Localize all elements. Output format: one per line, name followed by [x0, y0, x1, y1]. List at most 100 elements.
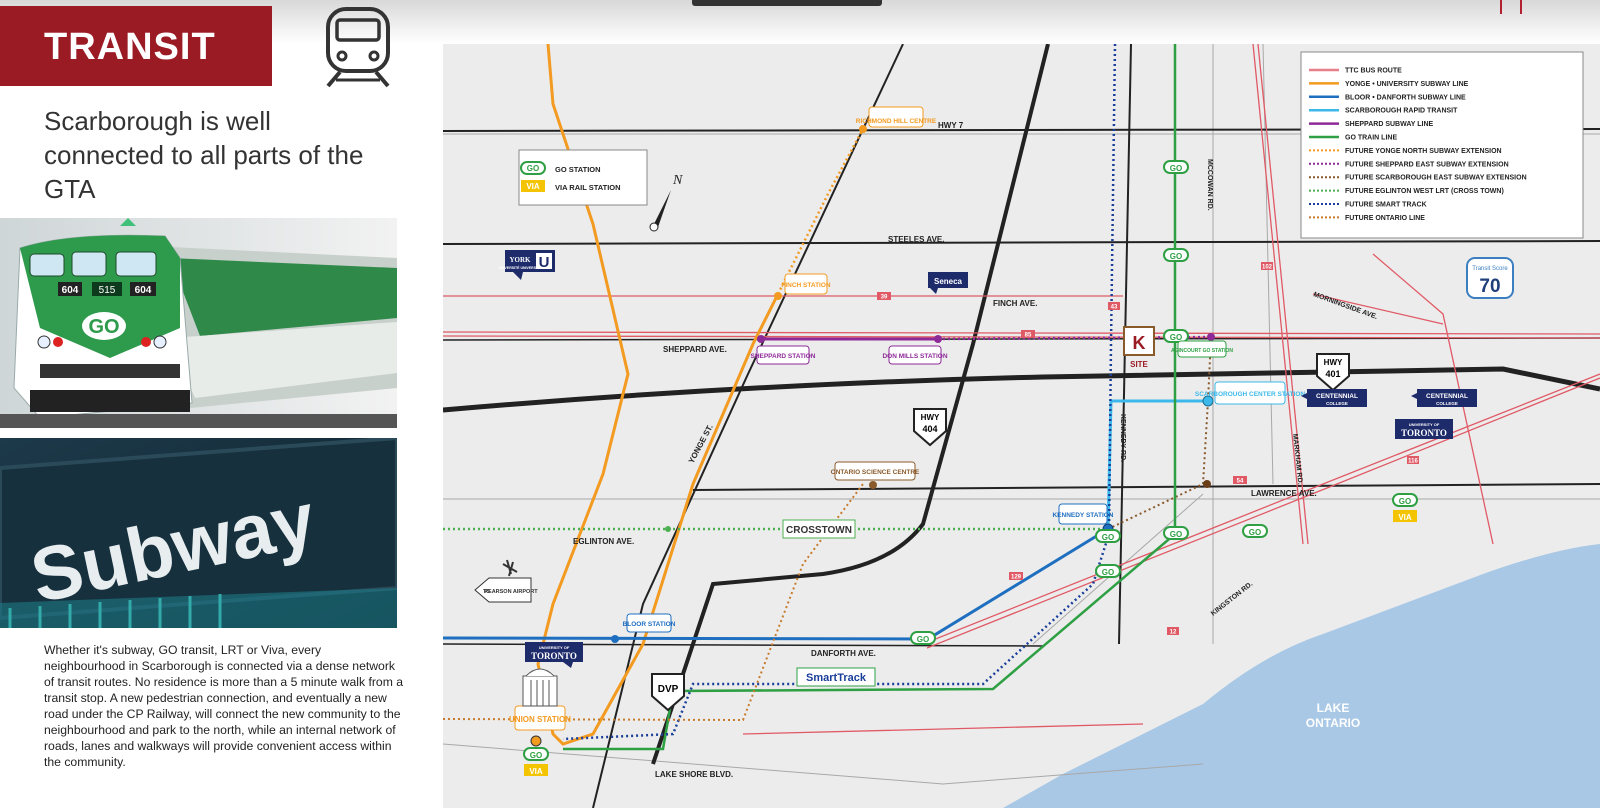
road-label-eglinton: EGLINTON AVE. — [573, 537, 634, 546]
svg-text:COLLEGE: COLLEGE — [1326, 401, 1348, 406]
svg-text:CENTENNIAL: CENTENNIAL — [1426, 393, 1468, 400]
road-label-kingston: KINGSTON RD. — [1210, 581, 1254, 618]
go-logo: GO — [88, 316, 119, 338]
bloor-danforth-line — [443, 527, 1109, 641]
svg-text:GO: GO — [530, 751, 542, 760]
institution-badges: YORK UNIVERSITÉ UNIVERSITY U Seneca CENT… — [499, 250, 1477, 668]
transit-score-badge: Transit Score 70 — [1466, 257, 1514, 299]
legend-label: SCARBOROUGH RAPID TRANSIT — [1345, 108, 1458, 115]
svg-text:UNIVERSITY OF: UNIVERSITY OF — [539, 645, 570, 650]
future-scarborough-east-extension — [1107, 336, 1212, 530]
union-station-building-icon — [522, 668, 558, 707]
transit-score-value: 70 — [1479, 276, 1500, 297]
smarttrack-logo: SmartTrack — [796, 667, 876, 687]
svg-text:U: U — [539, 254, 550, 271]
svg-text:CENTENNIAL: CENTENNIAL — [1316, 393, 1358, 400]
svg-text:129: 129 — [1011, 575, 1022, 581]
svg-text:GO: GO — [1102, 568, 1114, 577]
svg-text:YORK: YORK — [510, 256, 532, 264]
key-via-label: VIA RAIL STATION — [555, 183, 621, 192]
svg-text:PEARSON AIRPORT: PEARSON AIRPORT — [484, 589, 538, 595]
svg-text:GO: GO — [1249, 528, 1261, 537]
svg-text:HWY: HWY — [921, 413, 940, 422]
svg-text:GO: GO — [917, 635, 929, 644]
top-notch — [692, 0, 882, 6]
station-kennedy: KENNEDY STATION — [1052, 512, 1113, 519]
centennial-college-badge-1: CENTENNIAL COLLEGE — [1301, 389, 1367, 407]
legend-label: BLOOR • DANFORTH SUBWAY LINE — [1345, 94, 1466, 101]
legend-label: TTC BUS ROUTE — [1345, 68, 1402, 75]
compass-n-label: N — [672, 173, 683, 188]
airplane-icon — [502, 559, 518, 577]
future-smart-track — [562, 44, 1117, 741]
svg-text:54: 54 — [1237, 479, 1244, 485]
dvp-shield: DVP — [651, 673, 685, 712]
svg-text:401: 401 — [1325, 369, 1340, 379]
uoft-scarborough-badge: UNIVERSITY OF TORONTO — [1395, 419, 1453, 439]
road-label-lakeshore: LAKE SHORE BLVD. — [655, 770, 733, 779]
site-label: SITE — [1130, 360, 1148, 369]
road-label-markham: MARKHAM RD. — [1291, 433, 1303, 484]
svg-text:UNIVERSITÉ UNIVERSITY: UNIVERSITÉ UNIVERSITY — [499, 265, 543, 270]
legend-label: FUTURE EGLINTON WEST LRT (CROSS TOWN) — [1345, 188, 1504, 195]
station-richmond-hill: RICHMOND HILL CENTRE — [856, 118, 937, 125]
subway-sign-photo: Subway — [0, 438, 397, 628]
svg-text:UNIVERSITY OF: UNIVERSITY OF — [1409, 422, 1440, 427]
site-marker: K SITE — [1123, 326, 1155, 369]
road-label-kennedy: KENNEDY RD. — [1119, 414, 1126, 462]
svg-text:GO: GO — [1170, 252, 1182, 261]
pearson-airport-pointer: TO PEARSON AIRPORT — [474, 559, 538, 603]
legend-label: YONGE • UNIVERSITY SUBWAY LINE — [1345, 81, 1469, 88]
svg-text:Seneca: Seneca — [934, 277, 963, 286]
svg-text:GO: GO — [1399, 497, 1411, 506]
train-number-center: 515 — [99, 285, 116, 296]
svg-text:TORONTO: TORONTO — [531, 651, 577, 661]
site-letter: K — [1133, 333, 1146, 353]
svg-text:CROSSTOWN: CROSSTOWN — [786, 525, 852, 536]
svg-text:404: 404 — [922, 424, 937, 434]
uoft-downtown-badge: UNIVERSITY OF TORONTO — [525, 642, 583, 668]
station-union: UNION STATION — [509, 715, 571, 724]
key-go-label: GO STATION — [555, 165, 601, 174]
legend-label: FUTURE SCARBOROUGH EAST SUBWAY EXTENSION — [1345, 175, 1527, 182]
go-train-photo: 604 515 604 GO — [0, 218, 397, 428]
section-banner: TRANSIT — [0, 6, 272, 86]
york-university-badge: YORK UNIVERSITÉ UNIVERSITY U — [499, 250, 555, 280]
road-label-finch: FINCH AVE. — [993, 299, 1037, 308]
legend-label: FUTURE YONGE NORTH SUBWAY EXTENSION — [1345, 148, 1502, 155]
svg-text:39: 39 — [881, 295, 888, 301]
transit-map: LAKE ONTARIO — [443, 44, 1600, 808]
station-finch: FINCH STATION — [781, 282, 831, 289]
svg-text:GO: GO — [1170, 333, 1182, 342]
train-number-right: 604 — [135, 285, 152, 296]
section-title: TRANSIT — [44, 26, 216, 68]
road-label-sheppard: SHEPPARD AVE. — [663, 345, 727, 354]
lake-label-line1: LAKE — [1317, 701, 1350, 715]
legend-label: GO TRAIN LINE — [1345, 135, 1397, 142]
lake-label-line2: ONTARIO — [1306, 716, 1360, 730]
key-go-icon-text: GO — [527, 164, 539, 173]
svg-text:TO: TO — [483, 589, 490, 595]
road-label-hwy7: HWY 7 — [938, 121, 964, 130]
station-ontario-science: ONTARIO SCIENCE CENTRE — [831, 469, 920, 476]
legend-label: FUTURE SMART TRACK — [1345, 202, 1427, 209]
svg-text:116: 116 — [1408, 459, 1418, 465]
train-number-left: 604 — [62, 285, 79, 296]
future-sheppard-east-extension — [937, 335, 1214, 341]
svg-text:COLLEGE: COLLEGE — [1436, 401, 1458, 406]
map-legend: TTC BUS ROUTE YONGE • UNIVERSITY SUBWAY L… — [1300, 51, 1584, 239]
go-station-icons: GO GO GO GO GO GO GO GO GO GO VIA VIA — [523, 160, 1418, 776]
key-via-icon-text: VIA — [526, 182, 540, 191]
body-paragraph: Whether it's subway, GO transit, LRT or … — [44, 643, 404, 769]
svg-text:TORONTO: TORONTO — [1401, 428, 1447, 438]
svg-text:12: 12 — [1170, 630, 1177, 636]
svg-text:GO: GO — [1102, 533, 1114, 542]
go-train-line — [563, 44, 1177, 751]
svg-text:85: 85 — [1025, 333, 1032, 339]
station-agincourt: AGINCOURT GO STATION — [1171, 348, 1233, 354]
station-dots — [530, 125, 1215, 747]
svg-text:GO: GO — [1170, 164, 1182, 173]
crosstown-logo: CROSSTOWN — [782, 519, 856, 539]
